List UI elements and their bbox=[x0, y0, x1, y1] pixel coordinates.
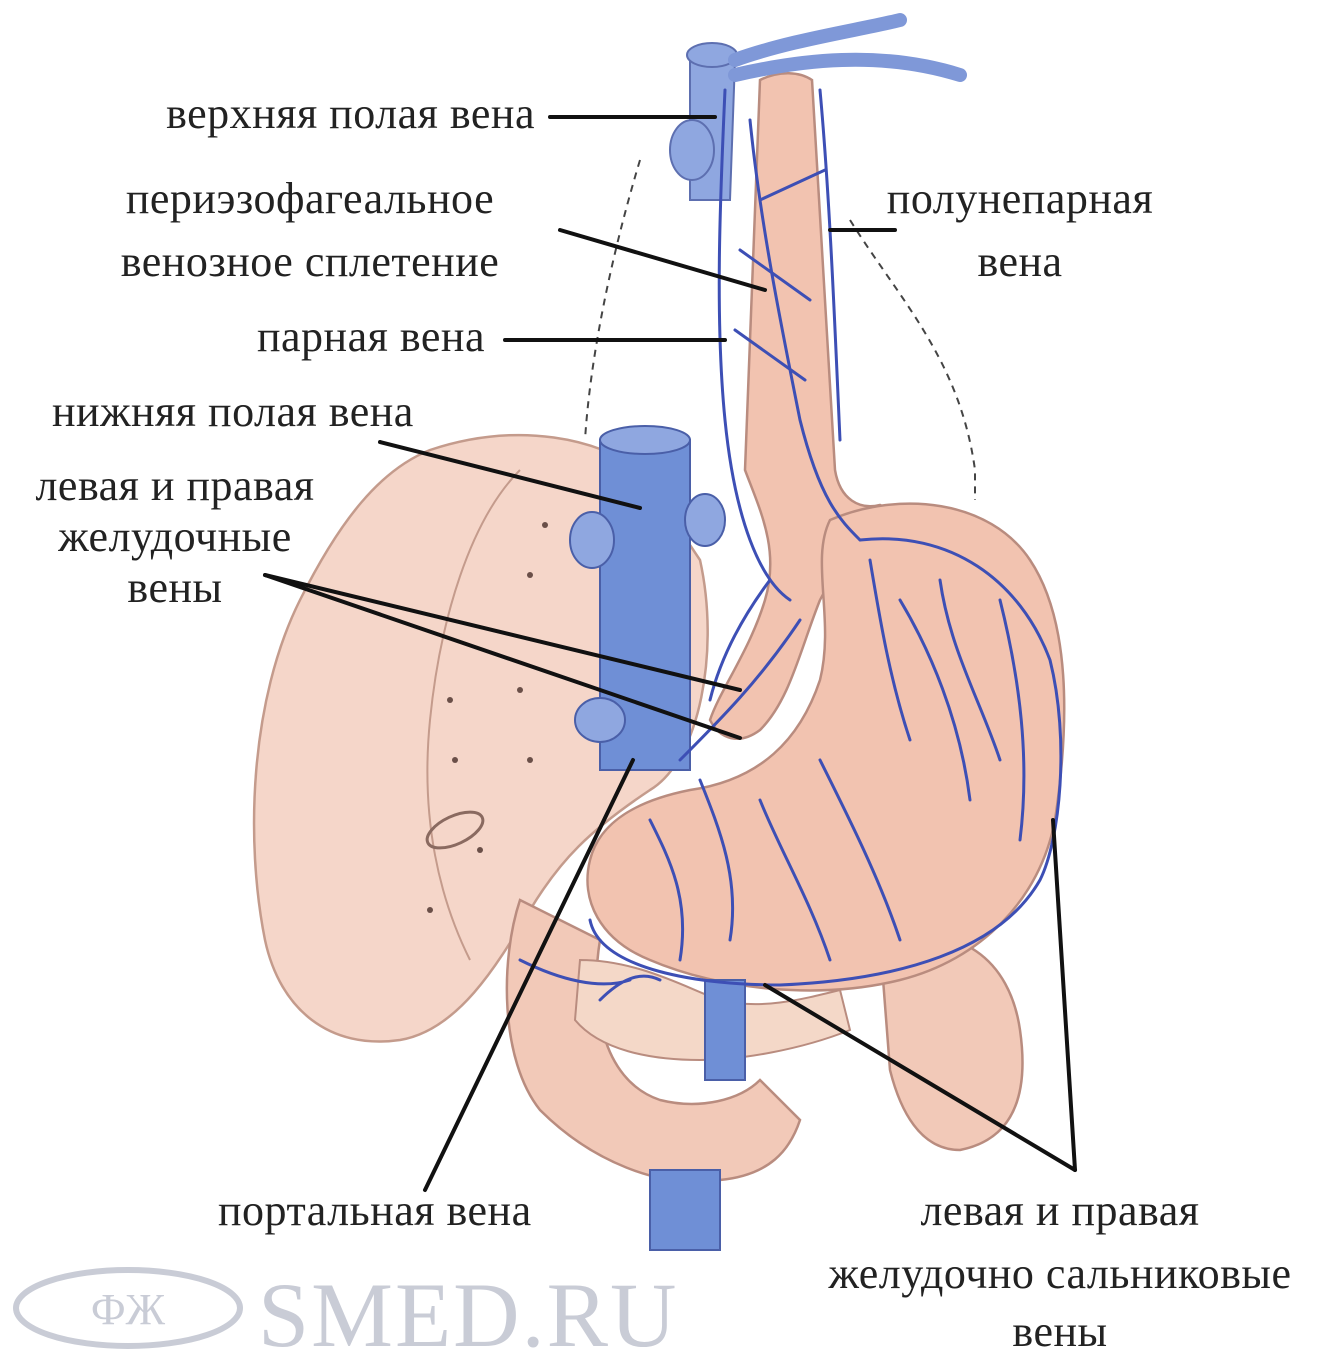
label-gastric-line1: левая и правая bbox=[0, 462, 350, 510]
leader-gastroepiploic-a bbox=[1053, 820, 1075, 1170]
label-superior-vena-cava: верхняя полая вена bbox=[60, 90, 535, 138]
label-inferior-vena-cava: нижняя полая вена bbox=[52, 388, 414, 436]
brachiocephalic-veins bbox=[735, 20, 960, 75]
label-azygos: парная вена bbox=[100, 313, 485, 361]
hepatic-vein-right bbox=[685, 494, 725, 546]
watermark-text: SMED.RU bbox=[258, 1262, 678, 1368]
leader-periesophageal bbox=[560, 230, 765, 290]
label-periesophageal-line1: периэзофагеальное bbox=[60, 175, 560, 223]
label-hemiazygos-line1: полунепарная bbox=[855, 175, 1185, 223]
label-hemiazygos-line2: вена bbox=[855, 238, 1185, 286]
svc-branch bbox=[670, 120, 714, 180]
label-gastric-line3: вены bbox=[0, 564, 350, 612]
renal-vein-stub bbox=[575, 698, 625, 742]
label-gastric-line2: желудочные bbox=[0, 513, 350, 561]
watermark-logo-text: ФЖ bbox=[91, 1285, 166, 1334]
label-gastroepiploic-line3: вены bbox=[780, 1308, 1340, 1356]
splenic-vein-segment bbox=[705, 980, 745, 1080]
portal-vein-lower bbox=[650, 1170, 720, 1250]
watermark-logo: ФЖ bbox=[10, 1262, 246, 1354]
label-gastroepiploic-line2: желудочно сальниковые bbox=[780, 1250, 1340, 1298]
hepatic-vein-left bbox=[570, 512, 614, 568]
label-portal-vein: портальная вена bbox=[218, 1187, 532, 1235]
label-periesophageal-line2: венозное сплетение bbox=[60, 238, 560, 286]
ivc-opening bbox=[600, 426, 690, 454]
label-gastroepiploic-line1: левая и правая bbox=[780, 1187, 1340, 1235]
